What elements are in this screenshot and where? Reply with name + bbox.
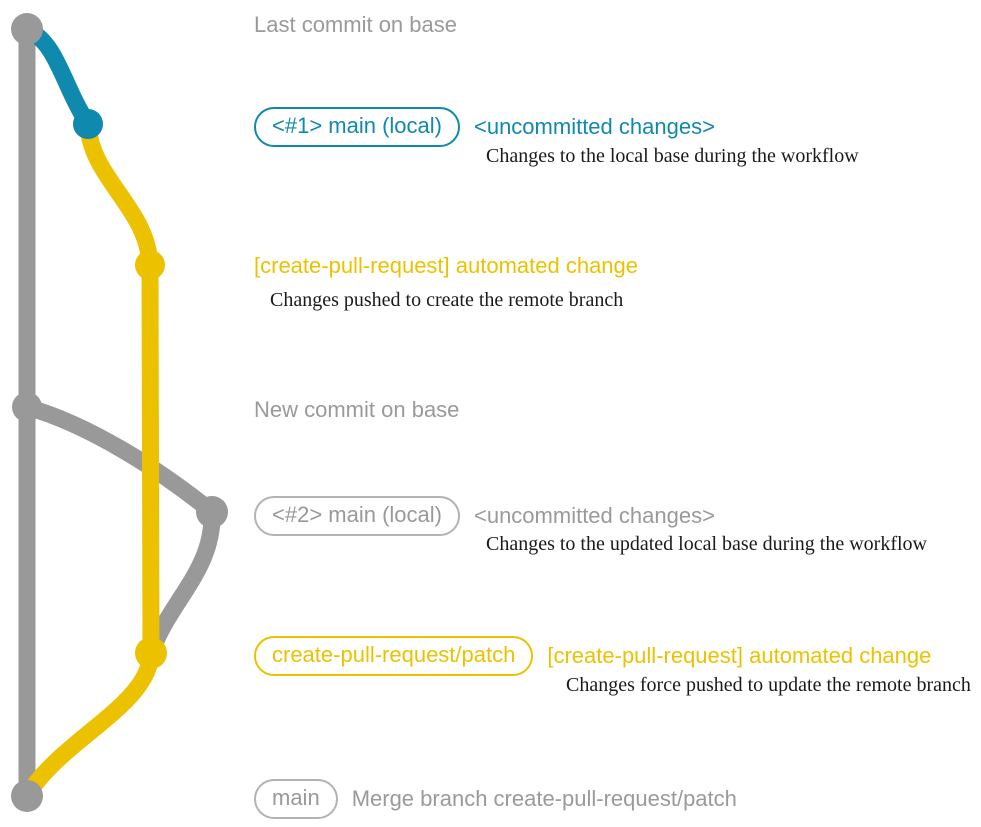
lane-base-to-local2 bbox=[18, 398, 221, 521]
lane-local2-to-patch2 bbox=[142, 503, 221, 662]
commit-node-base-merge[interactable] bbox=[11, 780, 43, 812]
commit-subject: <uncommitted changes> bbox=[473, 114, 715, 139]
lane-patch-branch bbox=[79, 115, 159, 274]
commit-subject: Last commit on base bbox=[254, 12, 457, 37]
commit-node-patch-2[interactable] bbox=[135, 637, 167, 669]
commit-row-local-1: <#1> main (local) <uncommitted changes> bbox=[254, 107, 715, 147]
commit-row-last-commit: Last commit on base bbox=[254, 11, 457, 39]
commit-subject: [create-pull-request] automated change bbox=[547, 643, 932, 668]
commit-row-patch-2: create-pull-request/patch [create-pull-r… bbox=[254, 636, 931, 676]
commit-subject: [create-pull-request] automated change bbox=[254, 253, 639, 278]
commit-node-base-new[interactable] bbox=[12, 392, 42, 422]
commit-node-patch-1[interactable] bbox=[135, 250, 165, 280]
commit-note-patch-2: Changes force pushed to update the remot… bbox=[566, 674, 971, 696]
lane-local-branch bbox=[18, 20, 97, 133]
ref-badge-main-local-1[interactable]: <#1> main (local) bbox=[254, 107, 460, 147]
lane-patch-trunk bbox=[141, 256, 160, 662]
lane-patch-to-merge bbox=[18, 644, 160, 805]
ref-badge-main[interactable]: main bbox=[254, 779, 338, 819]
commit-node-local-1[interactable] bbox=[73, 109, 103, 139]
commit-note-local-2: Changes to the updated local base during… bbox=[486, 533, 927, 555]
ref-badge-main-local-2[interactable]: <#2> main (local) bbox=[254, 496, 460, 536]
commit-subject: Merge branch create-pull-request/patch bbox=[351, 786, 737, 811]
commit-node-local-2[interactable] bbox=[196, 496, 228, 528]
commit-node-base-top[interactable] bbox=[11, 13, 43, 45]
commit-row-merge: main Merge branch create-pull-request/pa… bbox=[254, 779, 737, 819]
commit-row-patch-1: [create-pull-request] automated change bbox=[254, 252, 638, 280]
commit-subject: <uncommitted changes> bbox=[473, 503, 715, 528]
commit-subject: New commit on base bbox=[254, 397, 460, 422]
commit-row-new-commit: New commit on base bbox=[254, 396, 459, 424]
ref-badge-create-pull-request-patch[interactable]: create-pull-request/patch bbox=[254, 636, 534, 676]
commit-note-local-1: Changes to the local base during the wor… bbox=[486, 145, 859, 167]
commit-note-patch-1: Changes pushed to create the remote bran… bbox=[270, 289, 624, 311]
commit-row-local-2: <#2> main (local) <uncommitted changes> bbox=[254, 496, 715, 536]
